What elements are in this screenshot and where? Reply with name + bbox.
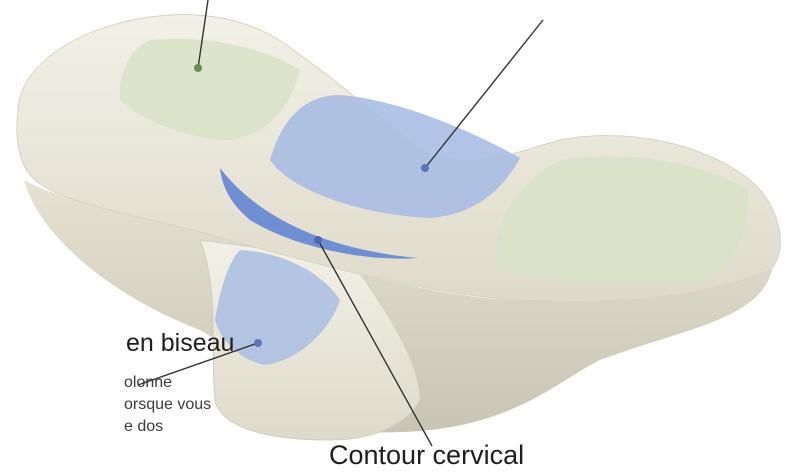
callout-dot xyxy=(421,164,429,172)
cervical-contour-title: Contour cervical xyxy=(329,438,524,472)
callout-dot xyxy=(194,64,202,72)
bevel-description: olonne orsque vous e dos xyxy=(124,372,211,438)
callout-dot xyxy=(314,236,322,244)
bevel-title: en biseau xyxy=(126,328,234,358)
callout-dot xyxy=(254,339,262,347)
